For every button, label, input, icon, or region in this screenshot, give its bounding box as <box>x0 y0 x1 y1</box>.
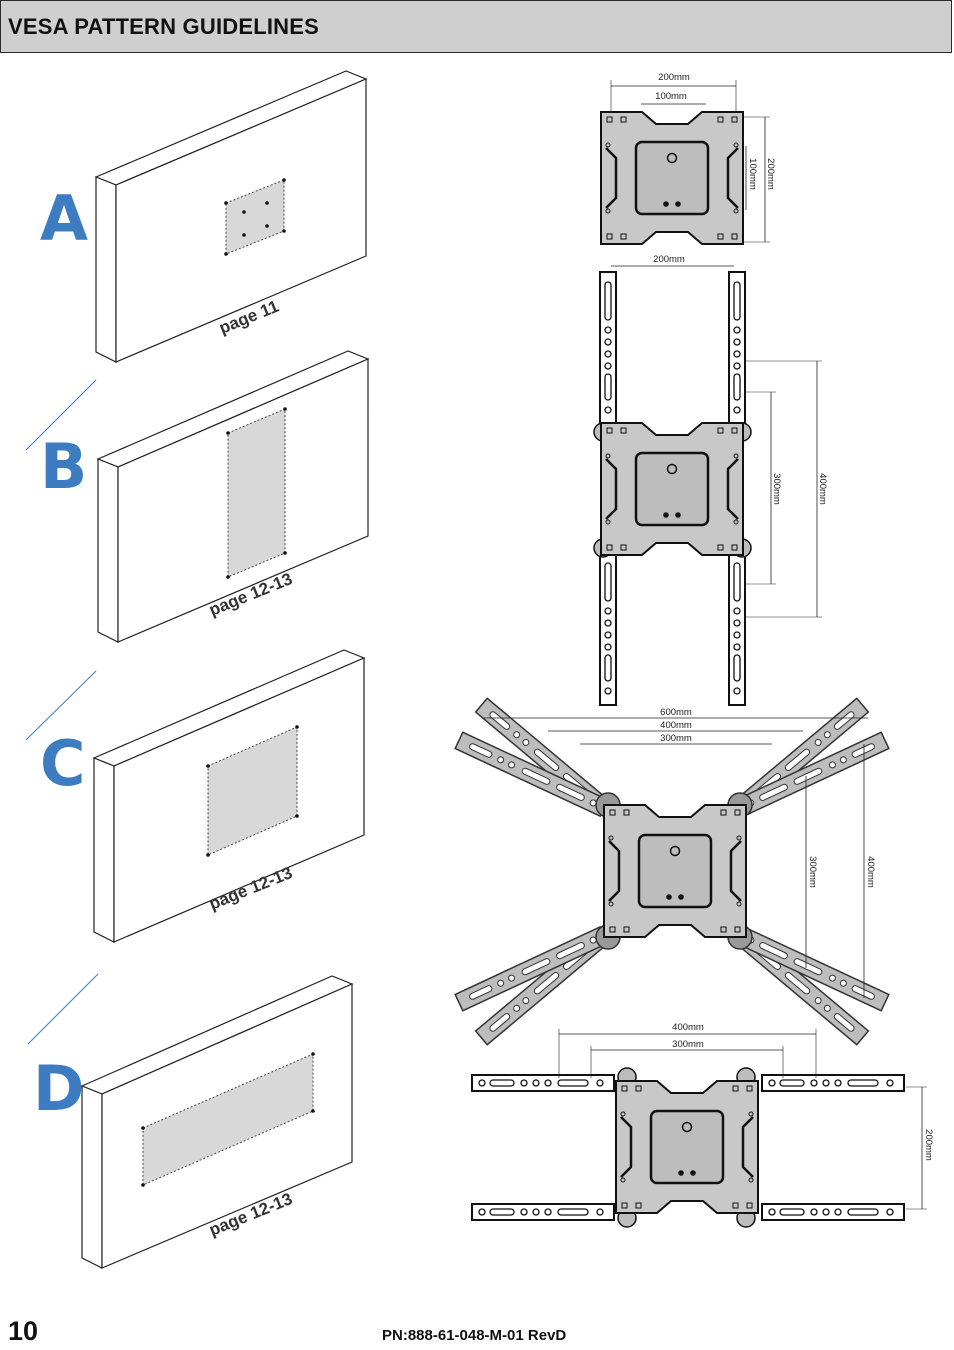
bracket-diagram-d: 400mm 300mm 200mm <box>471 1022 934 1228</box>
bracket-diagram-c: 600mm 400mm 300mm 300mm 400mm <box>454 697 890 1046</box>
bracket-diagram-a: 200mm 100mm 200mm 100mm <box>599 72 776 246</box>
dim-b-outer-height: 400mm <box>817 473 828 505</box>
dim-a-inner-height: 100mm <box>747 158 758 190</box>
dim-b-width: 200mm <box>653 254 685 265</box>
section-letter-a: A <box>40 182 88 255</box>
tv-illustration-a: page 11 <box>94 70 368 363</box>
section-letter-c: C <box>40 727 86 800</box>
bracket-diagram-b: 200mm 300mm 400mm <box>593 254 828 706</box>
tv-illustration-d: page 12-13 <box>80 975 354 1269</box>
dim-c-inner-height: 300mm <box>807 856 818 888</box>
separator-line-b <box>25 379 97 451</box>
page-header: VESA PATTERN GUIDELINES <box>0 0 952 53</box>
dim-d-inner-width: 300mm <box>672 1039 704 1050</box>
dim-b-inner-height: 300mm <box>771 473 782 505</box>
dim-c-outer-height: 400mm <box>865 856 876 888</box>
tv-illustration-b: page 12-13 <box>96 350 370 643</box>
part-number: PN:888-61-048-M-01 RevD <box>382 1327 567 1344</box>
dim-a-inner-width: 100mm <box>655 91 687 102</box>
dim-a-outer-width: 200mm <box>658 72 690 83</box>
dim-c-mid-width: 400mm <box>660 720 692 731</box>
dim-d-outer-width: 400mm <box>672 1022 704 1033</box>
section-letter-b: B <box>40 430 88 503</box>
section-letter-d: D <box>33 1052 85 1125</box>
page-number: 10 <box>8 1316 39 1346</box>
dim-c-inner-width: 300mm <box>660 733 692 744</box>
dim-d-height: 200mm <box>923 1129 934 1161</box>
dim-c-outer-width: 600mm <box>660 707 692 718</box>
separator-line-c <box>25 670 97 741</box>
tv-illustration-c: page 12-13 <box>92 649 366 943</box>
page-title: VESA PATTERN GUIDELINES <box>8 14 319 39</box>
dim-a-outer-height: 200mm <box>765 158 776 190</box>
separator-line-d <box>27 973 99 1045</box>
